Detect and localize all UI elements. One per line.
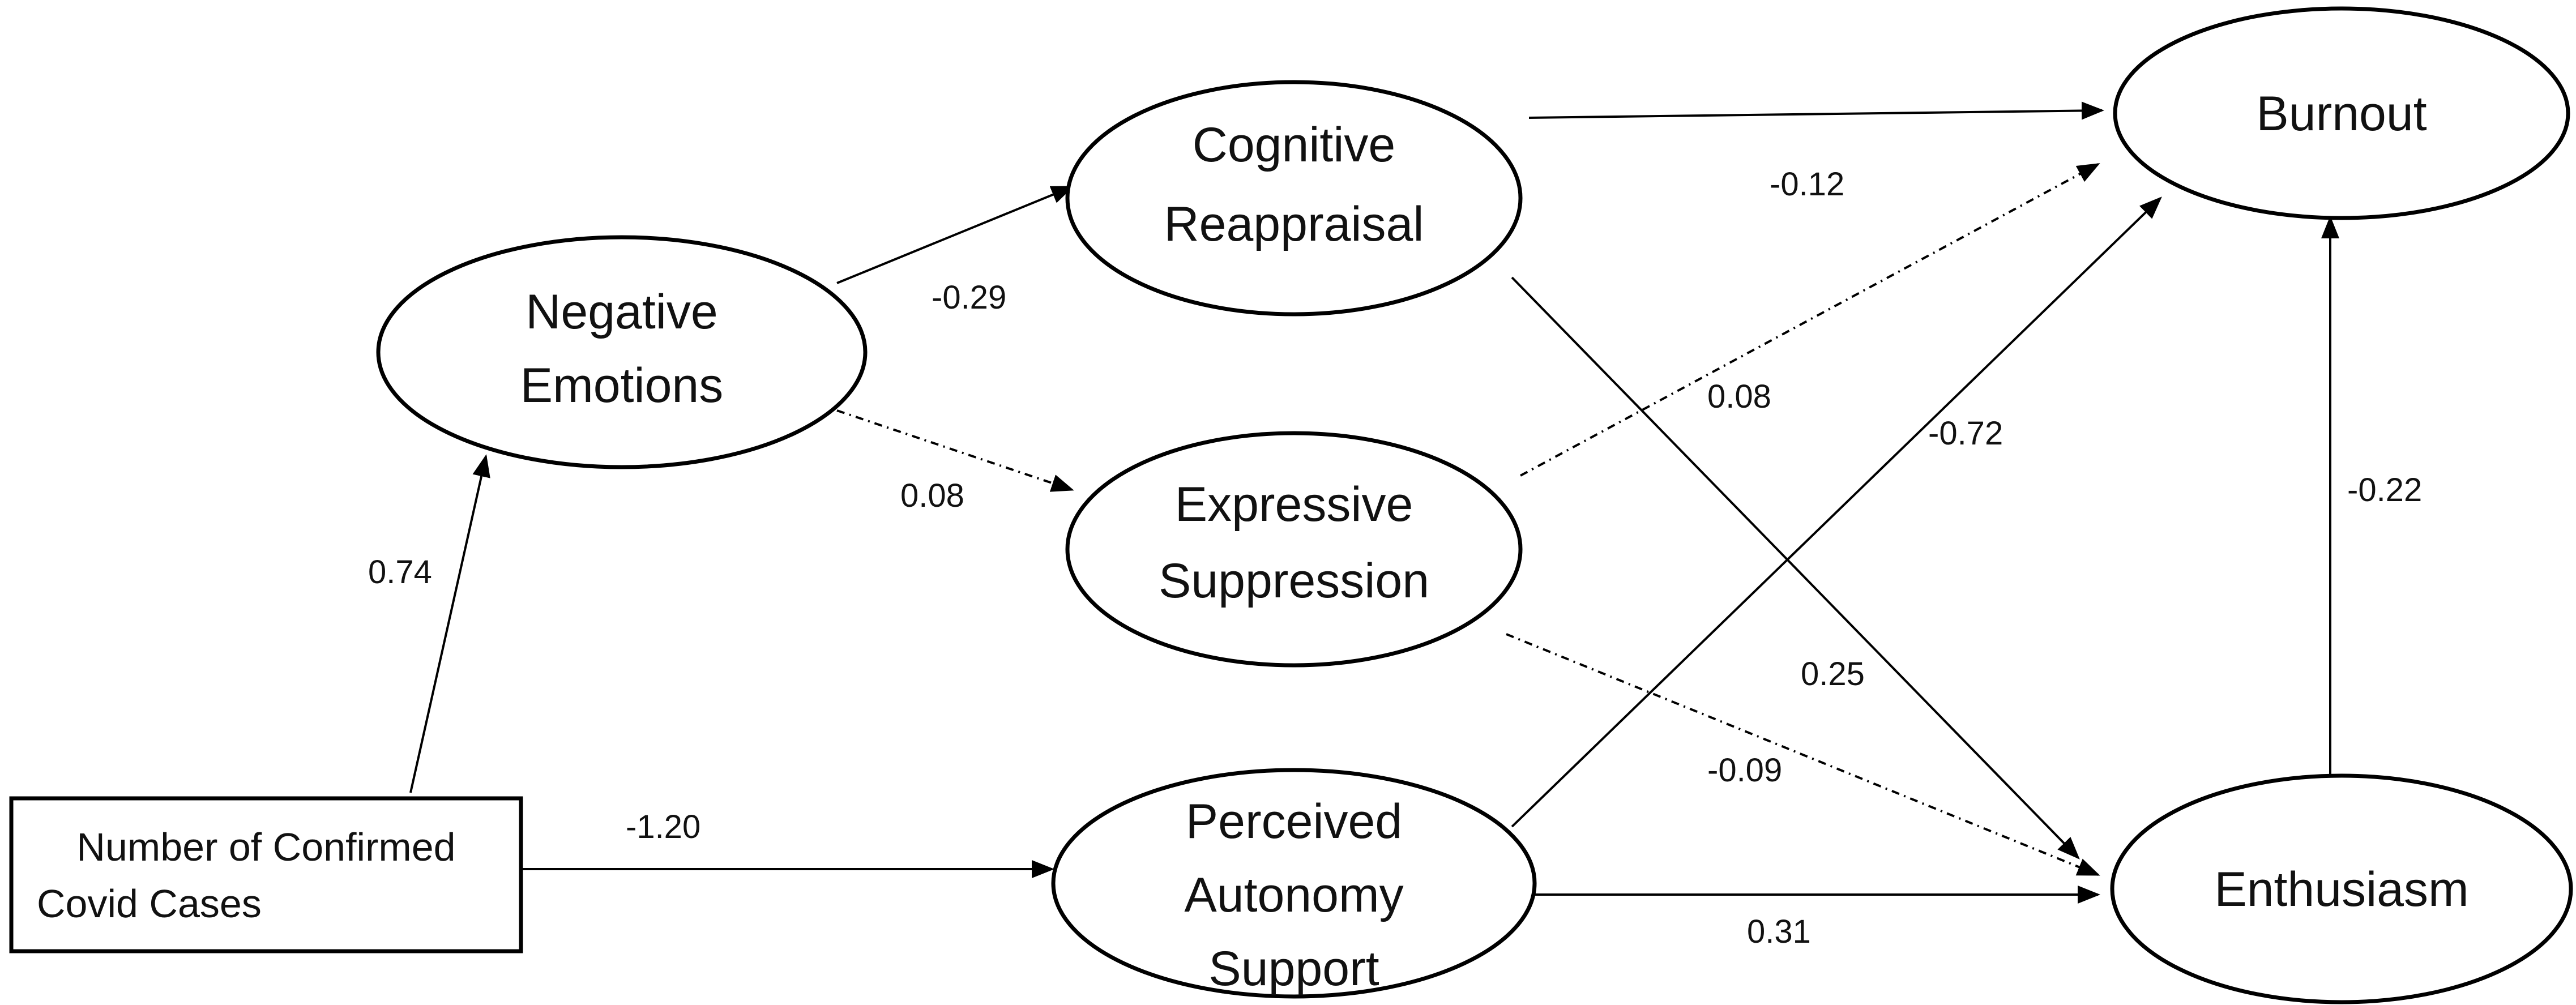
expressive-suppression-label-line-1: Expressive: [1175, 477, 1413, 532]
node-perceived-autonomy-support: Perceived Autonomy Support: [1051, 768, 1537, 999]
node-burnout: Burnout: [2113, 6, 2570, 220]
coef-reappraisal-to-enthusiasm: 0.25: [1801, 656, 1865, 692]
covid-cases-label-line-1: Number of Confirmed: [76, 825, 455, 869]
coef-covid-to-autonomy: -1.20: [626, 809, 700, 845]
coef-reappraisal-to-burnout: -0.12: [1770, 166, 1844, 203]
edge-negative-to-reappraisal: [836, 186, 1074, 284]
node-enthusiasm: Enthusiasm: [2110, 773, 2573, 1004]
perceived-autonomy-support-label-line-3: Support: [1208, 942, 1379, 996]
coef-suppression-to-burnout: 0.08: [1707, 378, 1771, 415]
perceived-autonomy-support-ellipse: [1051, 768, 1537, 999]
cognitive-reappraisal-label-line-1: Cognitive: [1193, 118, 1396, 172]
node-cognitive-reappraisal: Cognitive Reappraisal: [1065, 80, 1523, 317]
burnout-ellipse: [2113, 6, 2570, 220]
edge-covid-to-negative-emotions: [409, 454, 490, 793]
coef-autonomy-to-burnout: -0.72: [1928, 415, 2003, 452]
perceived-autonomy-support-label-line-2: Autonomy: [1184, 868, 1403, 922]
cognitive-reappraisal-label-line-2: Reappraisal: [1164, 197, 1424, 251]
coef-negative-to-suppression: 0.08: [900, 477, 964, 514]
expressive-suppression-label-line-2: Suppression: [1159, 554, 1429, 608]
edge-reappraisal-to-burnout: [1528, 101, 2104, 120]
coef-suppression-to-enthusiasm: -0.09: [1707, 752, 1782, 789]
expressive-suppression-ellipse: [1065, 431, 1523, 668]
node-negative-emotions: Negative Emotions: [376, 235, 868, 469]
negative-emotions-ellipse: [376, 235, 868, 469]
edge-autonomy-to-burnout: [1511, 196, 2162, 828]
negative-emotions-label-line-1: Negative: [526, 285, 717, 339]
edges: [409, 101, 2339, 904]
enthusiasm-ellipse: [2110, 773, 2573, 1004]
edge-suppression-to-enthusiasm: [1506, 633, 2100, 876]
edge-suppression-to-burnout: [1520, 163, 2100, 477]
burnout-label: Burnout: [2256, 87, 2427, 141]
coef-enthusiasm-to-burnout: -0.22: [2347, 472, 2422, 508]
negative-emotions-label-line-2: Emotions: [520, 358, 724, 413]
coef-covid-to-negative: 0.74: [368, 554, 432, 591]
node-expressive-suppression: Expressive Suppression: [1065, 431, 1523, 668]
edge-reappraisal-to-enthusiasm: [1511, 276, 2080, 859]
enthusiasm-label: Enthusiasm: [2214, 862, 2468, 917]
cognitive-reappraisal-ellipse: [1065, 80, 1523, 317]
coef-negative-to-reappraisal: -0.29: [932, 279, 1006, 316]
covid-cases-label-line-2: Covid Cases: [37, 882, 262, 926]
node-covid-cases: Number of Confirmed Covid Cases: [9, 796, 523, 953]
perceived-autonomy-support-label-line-1: Perceived: [1186, 794, 1402, 849]
edge-negative-to-suppression: [836, 409, 1074, 492]
coefficients: 0.74 -1.20 -0.29 0.08 -0.12 0.25 0.08 -0…: [368, 166, 2422, 950]
covid-cases-box: [9, 796, 523, 953]
coef-autonomy-to-enthusiasm: 0.31: [1747, 913, 1811, 950]
